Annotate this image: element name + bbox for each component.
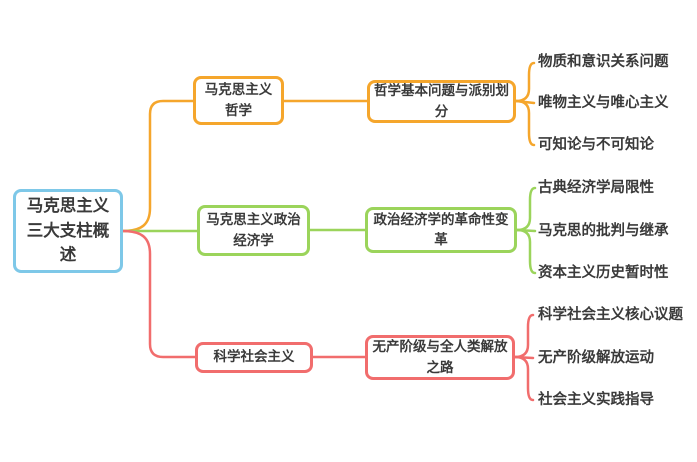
- leaf-node[interactable]: 社会主义实践指导: [538, 392, 654, 408]
- leaf-node[interactable]: 物质和意识关系问题: [538, 54, 669, 70]
- edge-socialism-leaf-2: [513, 355, 535, 360]
- topic-node-economy[interactable]: 政治经济学的革命性变革: [365, 207, 517, 253]
- branch-node-label: 马克思主义政治经济学: [206, 212, 301, 249]
- leaf-node[interactable]: 资本主义历史暂时性: [538, 265, 669, 281]
- leaf-node[interactable]: 唯物主义与唯心主义: [538, 95, 669, 111]
- leaf-node[interactable]: 可知论与不可知论: [538, 137, 654, 153]
- root-node[interactable]: 马克思主义三大支柱概述: [13, 189, 123, 273]
- branch-node-economy[interactable]: 马克思主义政治经济学: [197, 205, 310, 256]
- branch-node-label: 科学社会主义: [213, 349, 295, 366]
- topic-node-label: 无产阶级与全人类解放之路: [372, 339, 508, 376]
- edge-economy-leaf-1: [515, 186, 537, 232]
- edge-economy-leaf-3: [515, 228, 537, 275]
- edge-root-socialism: [121, 229, 197, 359]
- leaf-node[interactable]: 科学社会主义核心议题: [538, 307, 683, 323]
- leaf-node[interactable]: 古典经济学局限性: [538, 180, 654, 196]
- branch-node-philosophy[interactable]: 马克思主义哲学: [193, 76, 284, 125]
- edge-socialism-leaf-3: [513, 355, 535, 402]
- topic-node-label: 政治经济学的革命性变革: [373, 211, 509, 248]
- topic-node-philosophy[interactable]: 哲学基本问题与派别划分: [367, 80, 516, 123]
- edge-philosophy-leaf-3: [514, 99, 536, 147]
- branch-node-socialism[interactable]: 科学社会主义: [195, 342, 313, 373]
- topic-node-socialism[interactable]: 无产阶级与全人类解放之路: [365, 335, 515, 380]
- leaf-node[interactable]: 无产阶级解放运动: [538, 350, 654, 366]
- edge-philosophy-leaf-2: [514, 99, 536, 105]
- edge-socialism-leaf-1: [513, 313, 535, 359]
- branch-node-label: 马克思主义哲学: [204, 82, 273, 119]
- leaf-node[interactable]: 马克思的批判与继承: [538, 223, 669, 239]
- edge-root-philosophy: [121, 99, 195, 233]
- edge-economy-leaf-2: [515, 228, 537, 233]
- edge-philosophy-leaf-1: [514, 61, 536, 103]
- topic-node-label: 哲学基本问题与派别划分: [374, 83, 509, 120]
- root-node-label: 马克思主义三大支柱概述: [26, 195, 110, 265]
